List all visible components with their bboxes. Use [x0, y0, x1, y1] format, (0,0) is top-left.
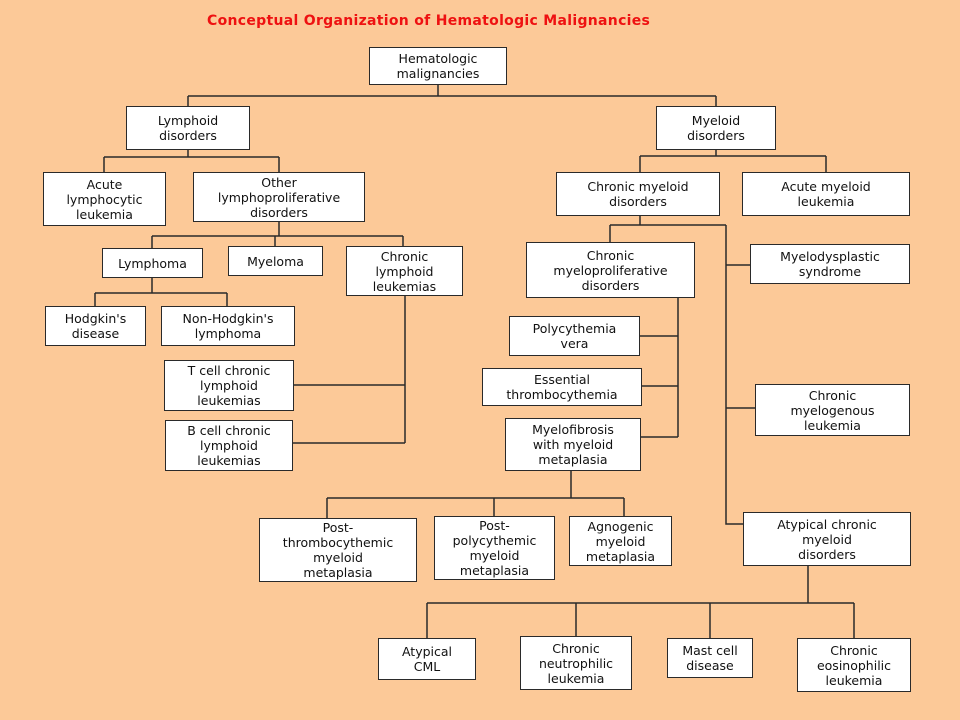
- node-essential-thrombocythemia: Essential thrombocythemia: [482, 368, 642, 406]
- node-myelofibrosis: Myelofibrosis with myeloid metaplasia: [505, 418, 641, 471]
- node-myeloma: Myeloma: [228, 246, 323, 276]
- node-agnogenic-myeloid-metaplasia: Agnogenic myeloid metaplasia: [569, 516, 672, 566]
- node-post-polycythemic: Post- polycythemic myeloid metaplasia: [434, 516, 555, 580]
- node-chronic-myeloid-disorders: Chronic myeloid disorders: [556, 172, 720, 216]
- edge-atyp-spine: [427, 566, 854, 604]
- node-chronic-myeloproliferative: Chronic myeloproliferative disorders: [526, 242, 695, 298]
- node-hodgkins-disease: Hodgkin's disease: [45, 306, 146, 346]
- node-myeloid-disorders: Myeloid disorders: [656, 106, 776, 150]
- node-mast-cell-disease: Mast cell disease: [667, 638, 753, 678]
- node-post-thrombocythemic: Post- thrombocythemic myeloid metaplasia: [259, 518, 417, 582]
- node-chronic-neutrophilic-leukemia: Chronic neutrophilic leukemia: [520, 636, 632, 690]
- node-chronic-myelogenous-leukemia: Chronic myelogenous leukemia: [755, 384, 910, 436]
- node-chronic-lymphoid-leukemias: Chronic lymphoid leukemias: [346, 246, 463, 296]
- node-t-cell-chronic-lymphoid: T cell chronic lymphoid leukemias: [164, 360, 294, 411]
- node-atypical-cml: Atypical CML: [378, 638, 476, 680]
- node-hematologic-malignancies: Hematologic malignancies: [369, 47, 507, 85]
- node-chronic-eosinophilic-leukemia: Chronic eosinophilic leukemia: [797, 638, 911, 692]
- node-atypical-chronic-myeloid: Atypical chronic myeloid disorders: [743, 512, 911, 566]
- edge-myeloid-chronic: [639, 150, 826, 172]
- node-acute-lymphocytic-leukemia: Acute lymphocytic leukemia: [43, 172, 166, 226]
- edge-lymphoid-all: [103, 150, 279, 172]
- edge-other-lymphoma: [151, 222, 403, 248]
- node-lymphoma: Lymphoma: [102, 248, 203, 278]
- edge-cmd-cmpd: [609, 216, 726, 242]
- edge-cmd-spine: [725, 225, 743, 525]
- edge-cll-tcell: [294, 296, 406, 443]
- edge-mf-post-thrombo: [326, 471, 624, 518]
- edge-lymphoma-hodgkin: [94, 278, 227, 306]
- node-b-cell-chronic-lymphoid: B cell chronic lymphoid leukemias: [165, 420, 293, 471]
- node-lymphoid-disorders: Lymphoid disorders: [126, 106, 250, 150]
- node-myelodysplastic-syndrome: Myelodysplastic syndrome: [750, 244, 910, 284]
- diagram-title: Conceptual Organization of Hematologic M…: [207, 13, 651, 29]
- node-other-lymphoproliferative: Other lymphoproliferative disorders: [193, 172, 365, 222]
- node-acute-myeloid-leukemia: Acute myeloid leukemia: [742, 172, 910, 216]
- node-non-hodgkins-lymphoma: Non-Hodgkin's lymphoma: [161, 306, 295, 346]
- node-polycythemia-vera: Polycythemia vera: [509, 316, 640, 356]
- edge-root-lymphoid: [187, 85, 716, 106]
